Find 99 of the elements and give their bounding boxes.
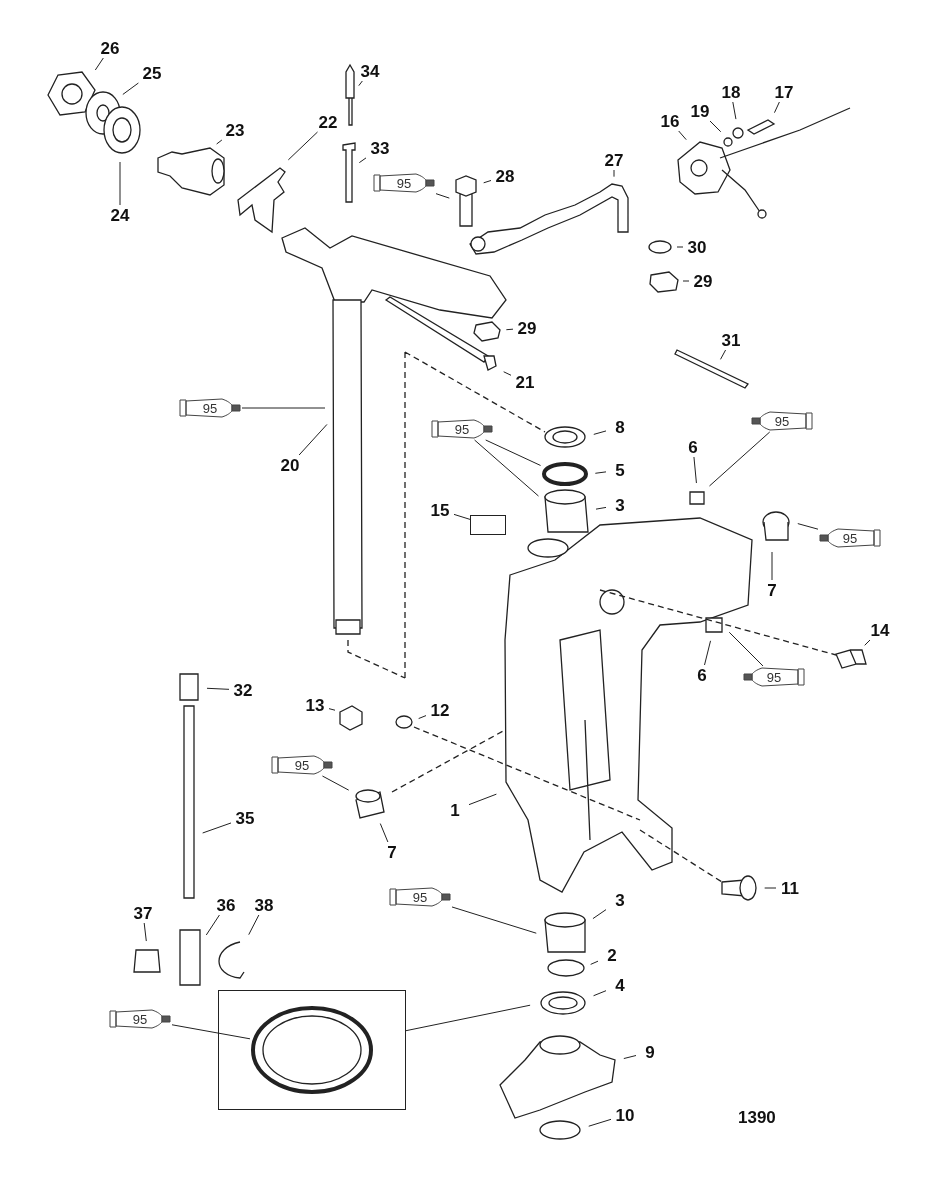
callout-number: 4: [606, 975, 634, 995]
callout-number: 19: [686, 101, 714, 121]
leader-line: [451, 906, 537, 934]
callout-number: 2: [598, 945, 626, 965]
callout-number: 35: [231, 808, 259, 828]
callout-number: 17: [770, 82, 798, 102]
leader-line: [797, 523, 819, 530]
leader-line: [613, 169, 615, 178]
leader-line: [483, 180, 492, 184]
callout-number: 37: [129, 903, 157, 923]
callout-number: 23: [221, 120, 249, 140]
callout-number: 29: [689, 271, 717, 291]
callout-number: 11: [776, 878, 804, 898]
leader-line: [676, 246, 684, 248]
leader-line: [202, 822, 232, 834]
leader-line: [503, 371, 512, 376]
leader-line: [728, 631, 764, 667]
leader-line: [248, 914, 260, 936]
leader-line: [206, 687, 230, 690]
leader-line: [143, 922, 147, 942]
callout-number: 13: [301, 695, 329, 715]
leader-line: [328, 708, 336, 711]
callout-number: 38: [250, 895, 278, 915]
leader-line: [119, 161, 121, 206]
leader-line: [771, 551, 773, 581]
callout-number: 30: [683, 237, 711, 257]
leader-line: [864, 639, 871, 646]
callout-number: 16: [656, 111, 684, 131]
leader-line: [720, 349, 727, 360]
leader-line: [693, 456, 697, 484]
leader-line: [732, 101, 737, 120]
callout-number: 20: [276, 455, 304, 475]
leader-line: [474, 439, 539, 497]
callout-number: 36: [212, 895, 240, 915]
callout-number: 18: [717, 82, 745, 102]
callout-number: 14: [866, 620, 894, 640]
leader-line: [594, 471, 607, 474]
callout-number: 32: [229, 680, 257, 700]
callout-number: 34: [356, 61, 384, 81]
leader-line: [321, 775, 350, 791]
callout-number: 10: [611, 1105, 639, 1125]
callout-number: 31: [717, 330, 745, 350]
drawing-number: 1390: [738, 1108, 776, 1128]
leader-line: [358, 80, 363, 87]
leader-line: [588, 1118, 612, 1127]
seal-ring-drawing: [249, 1004, 374, 1095]
callout-number: 29: [513, 318, 541, 338]
callout-number: 28: [491, 166, 519, 186]
leader-line: [122, 82, 139, 95]
leader-line: [418, 715, 427, 720]
callout-number: 15: [426, 500, 454, 520]
callout-number: 22: [314, 112, 342, 132]
leader-line: [298, 423, 328, 456]
callout-number: 6: [679, 437, 707, 457]
leader-line: [708, 431, 771, 487]
leader-line: [287, 131, 318, 161]
leader-line: [216, 139, 223, 145]
leader-line: [94, 57, 104, 71]
callout-number: 12: [426, 700, 454, 720]
leader-line: [241, 407, 326, 409]
callout-number: 21: [511, 372, 539, 392]
callout-number: 33: [366, 138, 394, 158]
callout-number: 25: [138, 63, 166, 83]
leader-line: [435, 193, 450, 199]
callout-number: 5: [606, 460, 634, 480]
leader-line: [682, 280, 690, 282]
callout-number: 3: [606, 890, 634, 910]
leader-line: [453, 513, 471, 520]
callout-number: 7: [378, 842, 406, 862]
leader-line: [505, 328, 514, 331]
leader-line: [678, 130, 687, 141]
blank-frame: [470, 515, 506, 535]
callout-number: 3: [606, 495, 634, 515]
leader-line: [593, 990, 607, 997]
leader-line: [592, 909, 607, 920]
leader-line: [704, 640, 712, 666]
leader-line: [405, 1004, 531, 1032]
leader-line: [205, 914, 220, 936]
leader-line: [764, 887, 777, 889]
leader-line: [171, 1024, 251, 1040]
leader-line: [623, 1055, 637, 1060]
leader-line: [595, 506, 607, 510]
leader-line: [358, 157, 367, 164]
callout-number: 6: [688, 665, 716, 685]
leader-line: [379, 823, 389, 843]
leader-line: [590, 960, 599, 965]
blank-frame: [218, 990, 406, 1110]
leader-line: [709, 120, 722, 133]
callout-number: 9: [636, 1042, 664, 1062]
leader-line: [773, 101, 780, 114]
callout-number: 27: [600, 150, 628, 170]
callout-number: 26: [96, 38, 124, 58]
callout-number: 24: [106, 205, 134, 225]
leader-line: [485, 439, 542, 466]
callout-number: 8: [606, 417, 634, 437]
leader-line: [468, 793, 497, 806]
leader-line: [593, 430, 607, 435]
callout-number: 7: [758, 580, 786, 600]
callout-number: 1: [441, 800, 469, 820]
